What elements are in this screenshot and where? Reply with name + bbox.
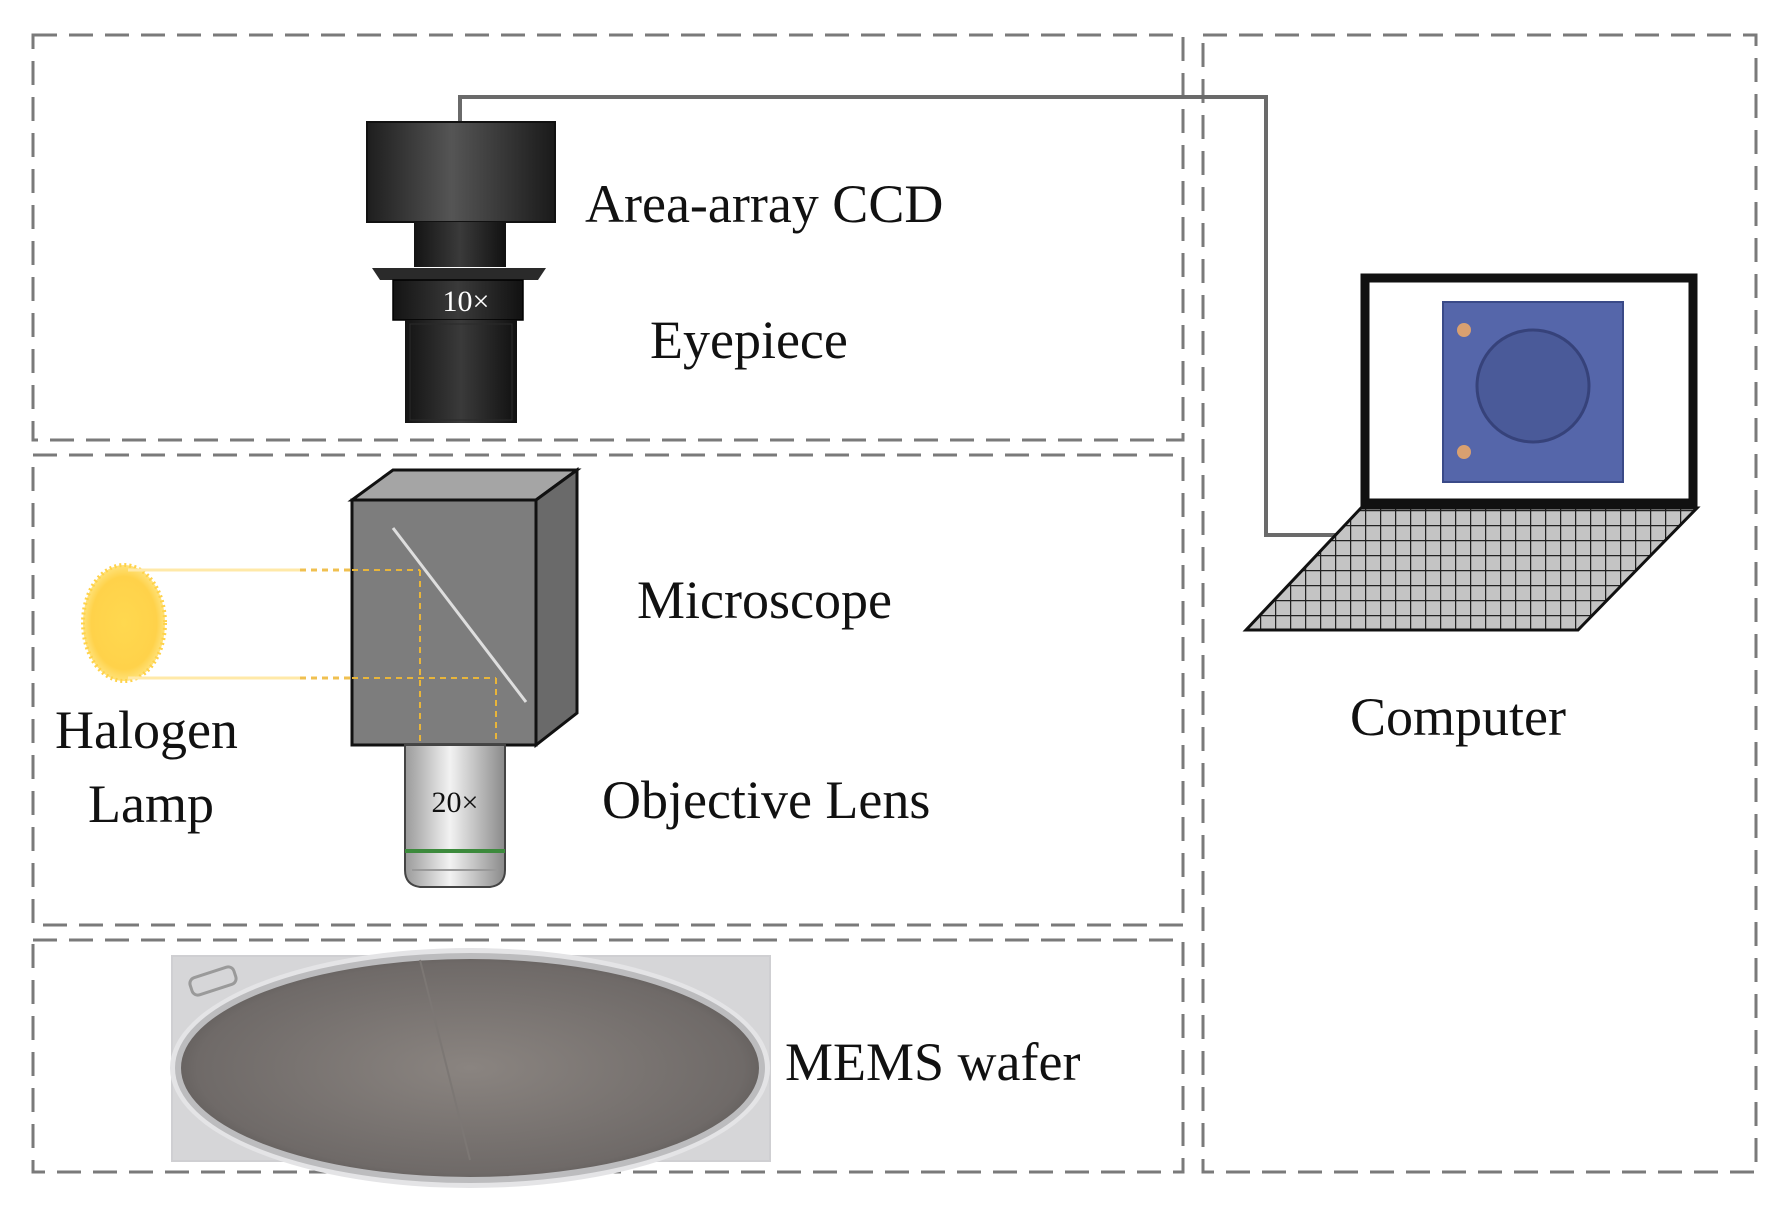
label-eyepiece: Eyepiece [650, 310, 848, 370]
ccd-camera-icon [366, 121, 556, 267]
label-lamp-line1: Halogen [55, 700, 238, 760]
laptop-icon [1242, 273, 1701, 632]
microscope-icon [347, 467, 582, 749]
mems-wafer-image [170, 948, 771, 1188]
objective-magnification: 20× [432, 786, 479, 819]
eyepiece-icon [372, 268, 546, 423]
frame-microscope-section [31, 453, 1185, 927]
camera-cable [458, 95, 1340, 537]
objective-lens-icon [404, 744, 506, 888]
frame-computer-section [1201, 33, 1758, 1174]
label-wafer: MEMS wafer [785, 1032, 1080, 1092]
label-lamp-line2: Lamp [88, 774, 214, 834]
label-ccd: Area-array CCD [585, 174, 943, 234]
label-microscope: Microscope [637, 570, 892, 630]
eyepiece-magnification: 10× [443, 285, 490, 318]
keyboard-icon [1242, 506, 1701, 632]
label-objective: Objective Lens [602, 770, 930, 830]
screen-image [1442, 301, 1624, 483]
frame-camera-section [31, 33, 1185, 442]
label-computer: Computer [1350, 687, 1566, 747]
halogen-lamp-icon [81, 563, 167, 683]
